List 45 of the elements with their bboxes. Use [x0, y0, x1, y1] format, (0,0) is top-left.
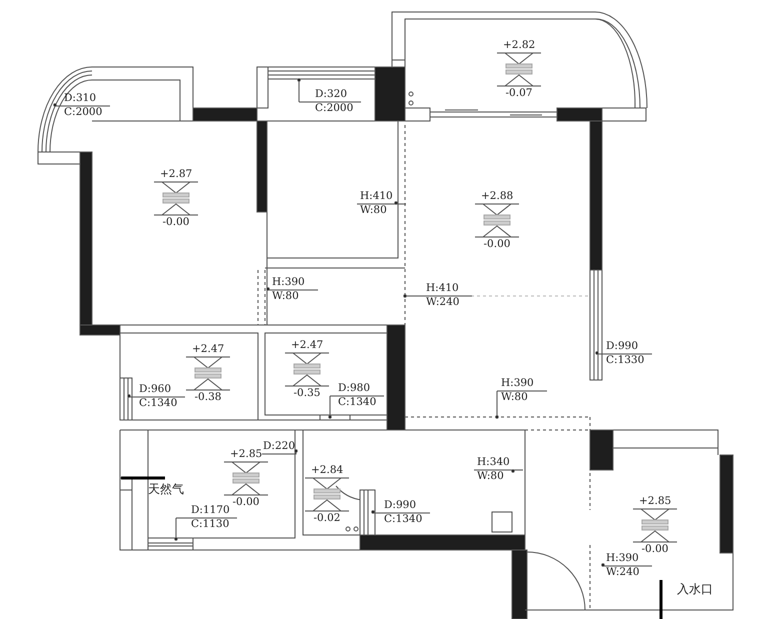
dimension-label: H:390 [501, 377, 534, 390]
dimension-label: W:240 [606, 566, 640, 579]
dimension-label: D:310 [64, 92, 96, 105]
elevation-label: +2.87 [160, 168, 192, 181]
dimension-label: D:980 [338, 382, 370, 395]
dimension-label: W:80 [477, 470, 504, 483]
elevation-label: -0.00 [484, 238, 510, 251]
dimension-label: D:220 [263, 440, 295, 453]
dimension-label: H:390 [606, 552, 639, 565]
elevation-label: -0.00 [642, 543, 668, 556]
dimension-label: C:1340 [139, 397, 178, 410]
elevation-label: +2.88 [481, 190, 514, 203]
dimension-label: W:240 [426, 296, 460, 309]
dimension-label: W:80 [360, 204, 387, 217]
elevation-label: -0.02 [314, 512, 340, 525]
dimension-label: H:340 [477, 456, 510, 469]
dimension-label: H:410 [360, 190, 393, 203]
dimension-label: D:960 [139, 383, 171, 396]
elevation-label: +2.84 [311, 464, 344, 477]
dimension-label: C:2000 [64, 106, 102, 119]
elevation-label: +2.85 [639, 495, 672, 508]
dimension-label: C:1130 [191, 518, 230, 531]
elevation-label: -0.00 [162, 216, 190, 229]
dimension-label: C:1340 [338, 396, 376, 409]
dimension-label: W:80 [272, 290, 299, 303]
pipe-label: 天然气 [148, 483, 184, 496]
elevation-label: -0.38 [194, 391, 222, 404]
pipe-label: 入水口 [677, 583, 713, 596]
dimension-label: D:990 [384, 499, 416, 512]
dimension-label: D:1170 [191, 504, 230, 517]
dimension-label: H:390 [272, 276, 305, 289]
dimension-label: D:990 [606, 340, 638, 353]
elevation-label: -0.00 [232, 496, 260, 509]
elevation-label: +2.47 [192, 343, 224, 356]
elevation-label: +2.82 [503, 39, 536, 52]
dimension-label: W:80 [501, 391, 528, 404]
elevation-label: +2.85 [230, 448, 262, 461]
elevation-label: +2.47 [291, 339, 324, 352]
elevation-label: -0.35 [294, 387, 320, 400]
dimension-label: D:320 [315, 88, 347, 101]
elevation-label: -0.07 [506, 87, 532, 100]
dimension-label: C:1340 [384, 513, 422, 526]
dimension-label: H:410 [426, 282, 459, 295]
dimension-label: C:2000 [315, 102, 354, 115]
dimension-label: C:1330 [606, 354, 644, 367]
